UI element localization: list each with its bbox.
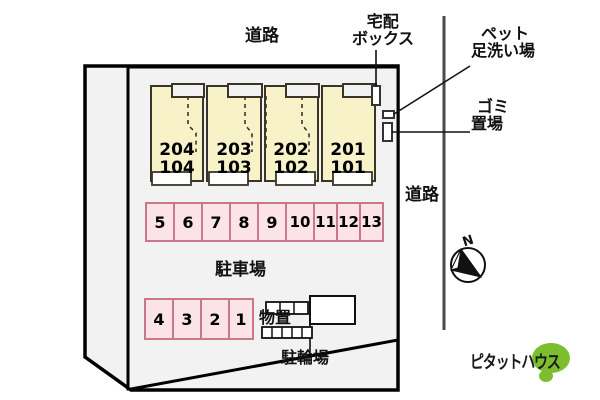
stall-label-2: 2: [209, 310, 221, 329]
unit-upper-203: 203: [216, 140, 252, 160]
entrance-notch-203: [227, 83, 263, 98]
entrance-notch-204: [171, 83, 205, 98]
label-storage: 物置: [259, 308, 292, 327]
balcony-202: [275, 171, 316, 186]
parking-stall[interactable]: [173, 202, 203, 242]
unit-partition-dashed-204: [187, 96, 197, 152]
stall-label-9: 9: [266, 213, 278, 232]
compass-rose: [450, 247, 486, 283]
leader-pet-wash: [393, 65, 471, 115]
stall-label-5: 5: [154, 213, 166, 232]
parking-stall[interactable]: [285, 202, 315, 242]
parking-stall[interactable]: [144, 298, 174, 340]
label-road-top: 道路: [245, 26, 279, 46]
unit-lower-102: 102: [273, 158, 309, 179]
stall-label-6: 6: [182, 213, 194, 232]
unit-label-202: 202 102: [267, 141, 315, 178]
unit-lower-104: 104: [159, 158, 195, 179]
delivery-box-marker: [371, 85, 381, 106]
stall-label-1: 1: [235, 310, 247, 329]
unit-label-201: 201 101: [324, 141, 372, 178]
label-garbage-area: ゴミ 置場: [471, 97, 510, 133]
stall-label-8: 8: [238, 213, 250, 232]
label-delivery-box-line1: 宅配: [366, 12, 399, 31]
parking-stall[interactable]: [257, 202, 287, 242]
unit-label-203: 203 103: [210, 141, 258, 178]
unit-upper-204: 204: [159, 140, 195, 160]
entrance-notch-202: [285, 83, 320, 98]
stall-label-11: 11: [315, 213, 336, 231]
label-bicycle-parking: 駐輪場: [281, 348, 330, 367]
parking-stall[interactable]: [228, 298, 254, 340]
balcony-203: [208, 171, 249, 186]
unit-upper-202: 202: [273, 140, 309, 160]
storage-shed-upper: [265, 301, 309, 315]
label-delivery-box-line2: ボックス: [352, 28, 414, 48]
parking-stall[interactable]: [145, 202, 175, 242]
parking-row-upper: [145, 202, 384, 242]
logo-wordmark: ピタットハウス: [470, 352, 561, 373]
label-garbage-line1: ゴミ: [477, 97, 510, 116]
label-garbage-line2: 置場: [471, 113, 504, 133]
stall-label-13: 13: [361, 213, 382, 231]
stall-label-4: 4: [153, 310, 165, 329]
label-pet-wash-line2: 足洗い場: [471, 40, 536, 60]
label-pet-wash: ペット 足洗い場: [471, 24, 536, 60]
label-parking-lot: 駐車場: [215, 260, 266, 280]
balcony-204: [151, 171, 192, 186]
apartment-building: [150, 83, 377, 186]
unit-label-204: 204 104: [153, 141, 201, 178]
unit-lower-103: 103: [216, 158, 252, 179]
unit-partition-dashed-203: [244, 96, 253, 152]
stall-label-10: 10: [289, 213, 311, 231]
pet-wash-marker: [382, 110, 395, 119]
unit-partition-dashed-202b: [301, 96, 310, 152]
label-delivery-box: 宅配 ボックス: [352, 12, 414, 48]
parking-stall[interactable]: [172, 298, 202, 340]
stall-label-12: 12: [338, 213, 359, 231]
logo-bubble-icon: [532, 343, 570, 382]
parking-stall[interactable]: [201, 202, 231, 242]
stall-label-3: 3: [181, 310, 193, 329]
balcony-201: [332, 171, 373, 186]
parking-stall[interactable]: [359, 202, 384, 242]
parking-row-lower: [144, 298, 254, 340]
unit-upper-201: 201: [330, 140, 366, 160]
label-pet-wash-line1: ペット: [481, 24, 530, 43]
label-road-right: 道路: [405, 185, 439, 205]
storage-shed-lower: [261, 326, 313, 339]
garbage-area-marker: [382, 122, 393, 142]
unit-lower-101: 101: [330, 158, 366, 179]
bicycle-parking-area: [309, 295, 356, 325]
stall-label-7: 7: [210, 213, 222, 232]
parking-stall[interactable]: [200, 298, 230, 340]
